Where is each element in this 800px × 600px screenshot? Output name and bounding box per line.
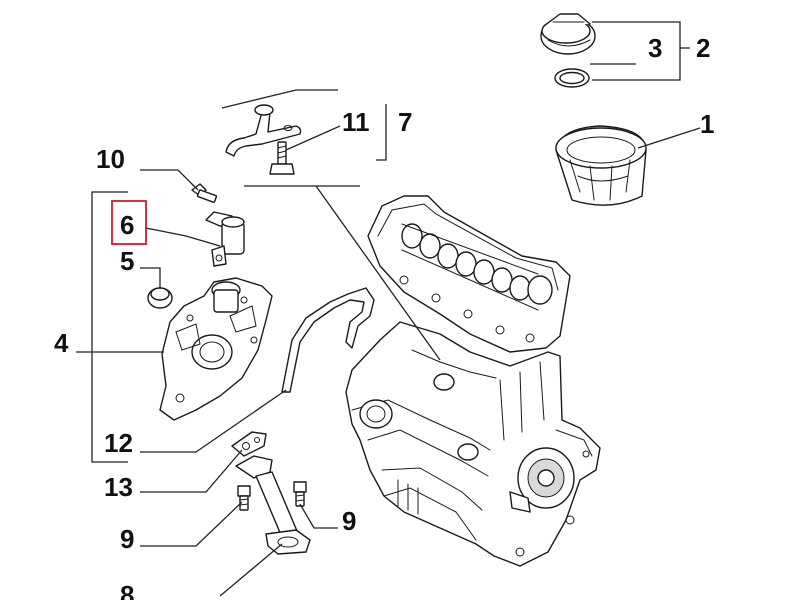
- callout-5: 5: [120, 246, 134, 276]
- callout-13: 13: [104, 472, 133, 502]
- callout-1: 1: [700, 109, 714, 139]
- callout-11: 11: [342, 107, 370, 137]
- oil-filler-cap[interactable]: [540, 13, 596, 55]
- leader-lines: [76, 21, 701, 597]
- camshaft-lobes: [401, 223, 553, 311]
- oil-filler-neck[interactable]: [555, 125, 647, 206]
- callout-12: 12: [104, 428, 133, 458]
- callout-4: 4: [54, 328, 69, 358]
- bolt-part-11[interactable]: [269, 141, 295, 175]
- bracket-part-7[interactable]: [225, 104, 302, 157]
- bolt-part-10[interactable]: [191, 183, 218, 203]
- callout-10: 10: [96, 144, 125, 174]
- callout-9b: 9: [342, 506, 356, 536]
- callout-7: 7: [398, 107, 412, 137]
- sensor-part-6[interactable]: [205, 211, 245, 267]
- callout-6-highlight-box: [111, 200, 147, 245]
- callout-9a: 9: [120, 524, 134, 554]
- callout-6: 6: [120, 210, 134, 240]
- filler-cap-seal-ring[interactable]: [554, 68, 590, 88]
- callout-8: 8: [120, 580, 134, 600]
- bolt-part-9a[interactable]: [237, 485, 251, 511]
- bolt-part-9b[interactable]: [293, 481, 307, 507]
- callout-3: 3: [648, 33, 662, 63]
- head-bolts: [399, 275, 535, 343]
- housing-cover-part-4[interactable]: [159, 277, 273, 421]
- oil-pipe-gasket-part-13[interactable]: [231, 431, 267, 457]
- callout-2: 2: [696, 33, 710, 63]
- seal-ring-part-5[interactable]: [147, 287, 173, 309]
- crank-pulley: [517, 447, 575, 509]
- engine-block[interactable]: [345, 195, 601, 567]
- gasket-part-12[interactable]: [281, 287, 375, 393]
